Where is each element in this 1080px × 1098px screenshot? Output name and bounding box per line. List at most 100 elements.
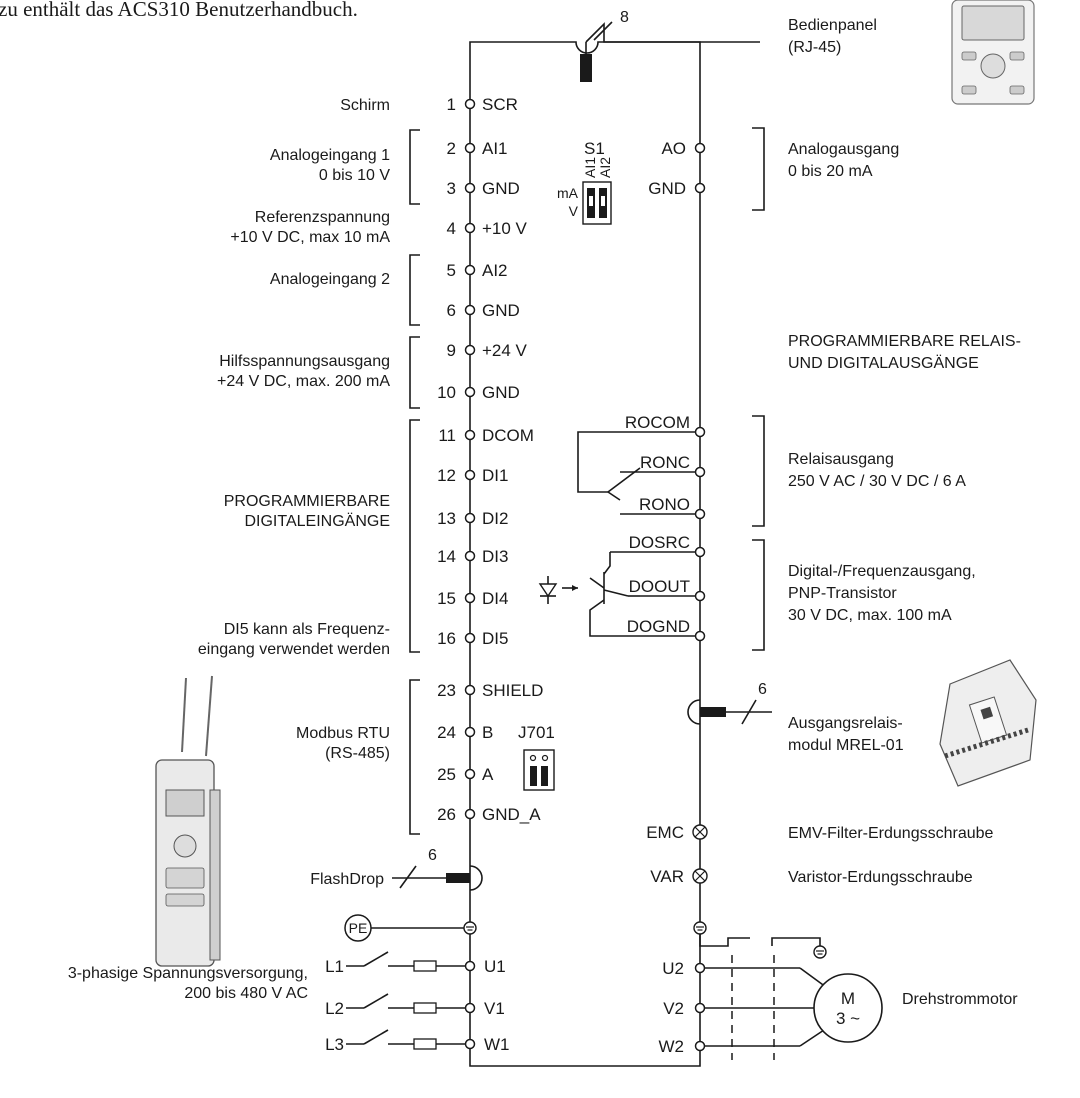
label-modbus-line1: Modbus RTU	[296, 725, 390, 742]
mrel-module-image	[939, 659, 1037, 787]
top-count: 8	[620, 9, 629, 26]
ground-icon	[693, 921, 707, 935]
left-labels: Schirm Analogeingang 1 0 bis 10 V Refere…	[68, 97, 391, 1002]
label-di5-line2: eingang verwendet werden	[198, 641, 390, 658]
terminal-number: 23	[437, 681, 456, 700]
label-do-line3: 30 V DC, max. 100 mA	[788, 607, 952, 624]
terminal-25: 25 A	[437, 765, 494, 784]
terminal-number: 15	[437, 589, 456, 608]
terminal-number: 24	[437, 723, 456, 742]
terminal-number: 5	[447, 261, 456, 280]
terminal-w2: W2	[659, 1037, 685, 1056]
terminal-name: GND	[482, 179, 520, 198]
supply-l1: L1	[325, 957, 344, 976]
right-brackets	[752, 127, 765, 651]
terminal-name: GND_A	[482, 805, 541, 824]
terminal-name: SCR	[482, 95, 518, 114]
label-mrel-line2: modul MREL-01	[788, 737, 904, 754]
terminal-4: 4 +10 V	[447, 219, 528, 238]
emc-screw-icon	[692, 824, 708, 840]
header-text: zu enthält das ACS310 Benutzerhandbuch.	[0, 0, 358, 21]
terminal-11: 11 DCOM	[438, 426, 534, 445]
panel-connector: 8	[580, 9, 760, 82]
terminal-2: 2 AI1	[447, 139, 508, 158]
terminal-gnd-right: GND	[648, 179, 686, 198]
terminal-13: 13 DI2	[437, 509, 508, 528]
terminal-name: DCOM	[482, 426, 534, 445]
terminal-12: 12 DI1	[437, 466, 508, 485]
label-ao-line1: Analogausgang	[788, 141, 899, 158]
terminal-number: 11	[438, 426, 456, 445]
supply-l2: L2	[325, 999, 344, 1018]
terminal-name: A	[482, 765, 494, 784]
supply-v1: V1	[484, 999, 505, 1018]
label-aux-line1: Hilfsspannungsausgang	[219, 353, 390, 370]
mrel-connector: 6	[700, 681, 772, 725]
ground-icon	[463, 921, 477, 935]
label-ref-line1: Referenzspannung	[255, 209, 390, 226]
s1-ai1: AI1	[582, 157, 598, 178]
terminal-15: 15 DI4	[437, 589, 508, 608]
j701-label: J701	[518, 723, 555, 742]
label-motor: Drehstrommotor	[902, 991, 1018, 1008]
terminal-number: 12	[437, 466, 456, 485]
terminal-emc: EMC	[646, 823, 684, 842]
terminal-name: SHIELD	[482, 681, 543, 700]
terminal-ronc: RONC	[640, 453, 690, 472]
terminal-number: 1	[447, 95, 456, 114]
label-supply-line1: 3-phasige Spannungsversorgung,	[68, 965, 308, 982]
terminal-number: 14	[437, 547, 456, 566]
terminal-rono: RONO	[639, 495, 690, 514]
terminal-doout: DOOUT	[629, 577, 690, 596]
flash-count: 6	[428, 847, 437, 864]
terminal-dognd: DOGND	[627, 617, 690, 636]
mrel-count: 6	[758, 681, 767, 698]
label-var: Varistor-Erdungsschraube	[788, 869, 973, 886]
ground-icon	[813, 945, 827, 959]
terminal-u2: U2	[662, 959, 684, 978]
supply-w1: W1	[484, 1035, 510, 1054]
terminal-name: DI1	[482, 466, 508, 485]
label-panel-line2: (RJ-45)	[788, 39, 841, 56]
terminal-number: 13	[437, 509, 456, 528]
terminal-name: DI4	[482, 589, 508, 608]
terminal-number: 16	[437, 629, 456, 648]
terminal-number: 4	[447, 219, 456, 238]
label-do-line1: Digital-/Frequenzausgang,	[788, 563, 976, 580]
terminal-24: 24 B	[437, 723, 493, 742]
terminal-name: B	[482, 723, 493, 742]
control-panel-image	[951, 0, 1035, 105]
label-di-line2: DIGITALEINGÄNGE	[244, 512, 390, 530]
terminal-name: DI3	[482, 547, 508, 566]
right-labels: Bedienpanel (RJ-45) Analogausgang 0 bis …	[788, 17, 1021, 1008]
terminal-name: AI1	[482, 139, 508, 158]
label-ai1-line1: Analogeingang 1	[270, 147, 390, 164]
right-terminal-block: AO GND ROCOM RONC RONO DOSRC DOOUT DOGND	[538, 139, 708, 886]
terminal-dosrc: DOSRC	[629, 533, 690, 552]
terminal-name: GND	[482, 383, 520, 402]
label-relay-line1: Relaisausgang	[788, 451, 894, 468]
supply-pe: PE	[349, 920, 368, 936]
terminal-5: 5 AI2	[447, 261, 508, 280]
terminal-var: VAR	[650, 867, 684, 886]
label-do-line2: PNP-Transistor	[788, 585, 897, 602]
var-screw-icon	[692, 868, 708, 884]
motor-m: M	[841, 989, 855, 1008]
terminal-3: 3 GND	[447, 179, 520, 198]
terminal-number: 26	[437, 805, 456, 824]
terminal-number: 10	[437, 383, 456, 402]
terminal-name: DI2	[482, 509, 508, 528]
terminal-number: 25	[437, 765, 456, 784]
label-ai2: Analogeingang 2	[270, 271, 390, 288]
s1-ai2: AI2	[597, 157, 613, 178]
terminal-10: 10 GND	[437, 383, 520, 402]
terminal-name: AI2	[482, 261, 508, 280]
motor-phase: 3 ~	[836, 1009, 860, 1028]
terminal-14: 14 DI3	[437, 547, 508, 566]
left-terminal-block: 1 SCR 2 AI1 3 GND 4 +10 V 5 AI2 6 GND	[437, 95, 543, 824]
flashdrop-device-image	[155, 675, 221, 967]
s1-label: S1	[584, 139, 605, 158]
label-relay-line2: 250 V AC / 30 V DC / 6 A	[788, 473, 966, 490]
terminal-v2: V2	[663, 999, 684, 1018]
